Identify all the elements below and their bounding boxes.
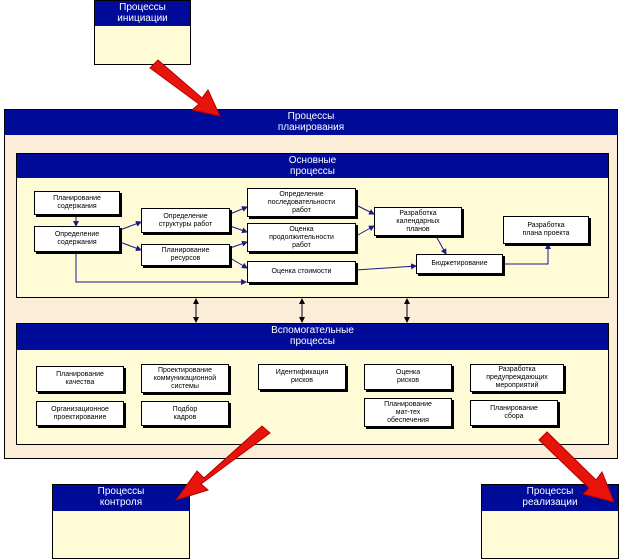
edge-wbs-duration bbox=[229, 225, 248, 234]
node-schedule-development: Разработка календарных планов bbox=[374, 207, 462, 236]
node-staff-selection: Подбор кадров bbox=[141, 401, 229, 426]
node-scope-definition: Определение содержания bbox=[34, 226, 120, 252]
arrow-initiation-planning bbox=[149, 59, 221, 117]
edge-res-cost bbox=[229, 257, 248, 269]
node-risk-identification: Идентификация рисков bbox=[258, 364, 346, 390]
core-processes-header: Основные процессы bbox=[17, 154, 608, 178]
edge-schedule-budget bbox=[435, 235, 447, 255]
node-duration: Оценка продолжительности работ bbox=[247, 223, 356, 252]
node-cost-estimation: Оценка стоимости bbox=[247, 261, 356, 283]
edge-wbs-seq bbox=[229, 206, 248, 215]
node-quality-planning: Планирование качества bbox=[36, 366, 124, 392]
edge-scope-resources bbox=[119, 241, 142, 252]
edge-cost-budget bbox=[355, 263, 417, 271]
initiation-header: Процессы инициации bbox=[95, 1, 190, 26]
edge-res-duration bbox=[229, 240, 248, 249]
edge-seq-schedule bbox=[355, 204, 375, 215]
node-org-design: Организационное проектирование bbox=[36, 401, 124, 426]
node-procurement-planning: Планирование сбора bbox=[470, 400, 558, 426]
node-resource-planning: Планирование ресурсов bbox=[141, 244, 230, 266]
node-wbs-definition: Определение структуры работ bbox=[141, 208, 230, 233]
node-communication-design: Проектирование коммуникационной системы bbox=[141, 364, 229, 393]
node-budgeting: Бюджетирование bbox=[416, 254, 503, 274]
edge-dur-schedule bbox=[355, 225, 375, 237]
arrow-planning-control bbox=[174, 425, 271, 501]
edge-budget-plan bbox=[503, 243, 551, 265]
node-sequencing: Определение последовательности работ bbox=[247, 188, 356, 217]
node-plan-development: Разработка плана проекта bbox=[503, 216, 589, 244]
node-preventive-measures: Разработка предупреждающих мероприятий bbox=[470, 364, 564, 392]
node-scope-planning: Планирование содержания bbox=[34, 191, 120, 215]
control-header: Процессы контроля bbox=[53, 485, 189, 511]
control-block: Процессы контроля bbox=[52, 484, 190, 559]
initiation-block: Процессы инициации bbox=[94, 0, 191, 65]
planning-header: Процессы планирования bbox=[5, 110, 617, 135]
edge-scope-wbs bbox=[119, 220, 142, 231]
node-logistics-planning: Планирование мат-тех обеспечения bbox=[364, 398, 452, 427]
node-risk-assessment: Оценка рисков bbox=[364, 364, 452, 390]
arrow-planning-execution bbox=[538, 431, 615, 503]
edge-scope-cost bbox=[75, 252, 247, 285]
auxiliary-processes-header: Вспомогательные процессы bbox=[17, 324, 608, 350]
